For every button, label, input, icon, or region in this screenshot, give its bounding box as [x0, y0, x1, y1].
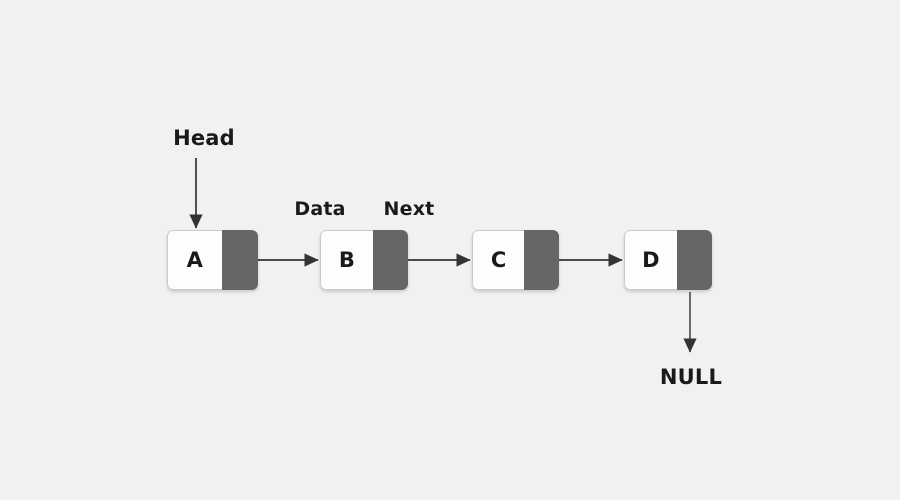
list-node-a: A — [167, 230, 258, 290]
node-next-cell — [372, 230, 408, 290]
node-next-cell — [524, 230, 559, 290]
node-next-cell — [221, 230, 258, 290]
node-data-cell: A — [167, 230, 222, 290]
node-data-cell: C — [472, 230, 525, 290]
list-node-c: C — [472, 230, 559, 290]
list-node-d: D — [624, 230, 712, 290]
list-node-b: B — [320, 230, 408, 290]
node-next-cell — [676, 230, 712, 290]
data-label: Data — [294, 198, 346, 220]
head-label: Head — [173, 126, 235, 150]
next-label: Next — [383, 198, 435, 220]
node-data-cell: D — [624, 230, 677, 290]
null-label: NULL — [659, 365, 723, 389]
node-data-cell: B — [320, 230, 373, 290]
